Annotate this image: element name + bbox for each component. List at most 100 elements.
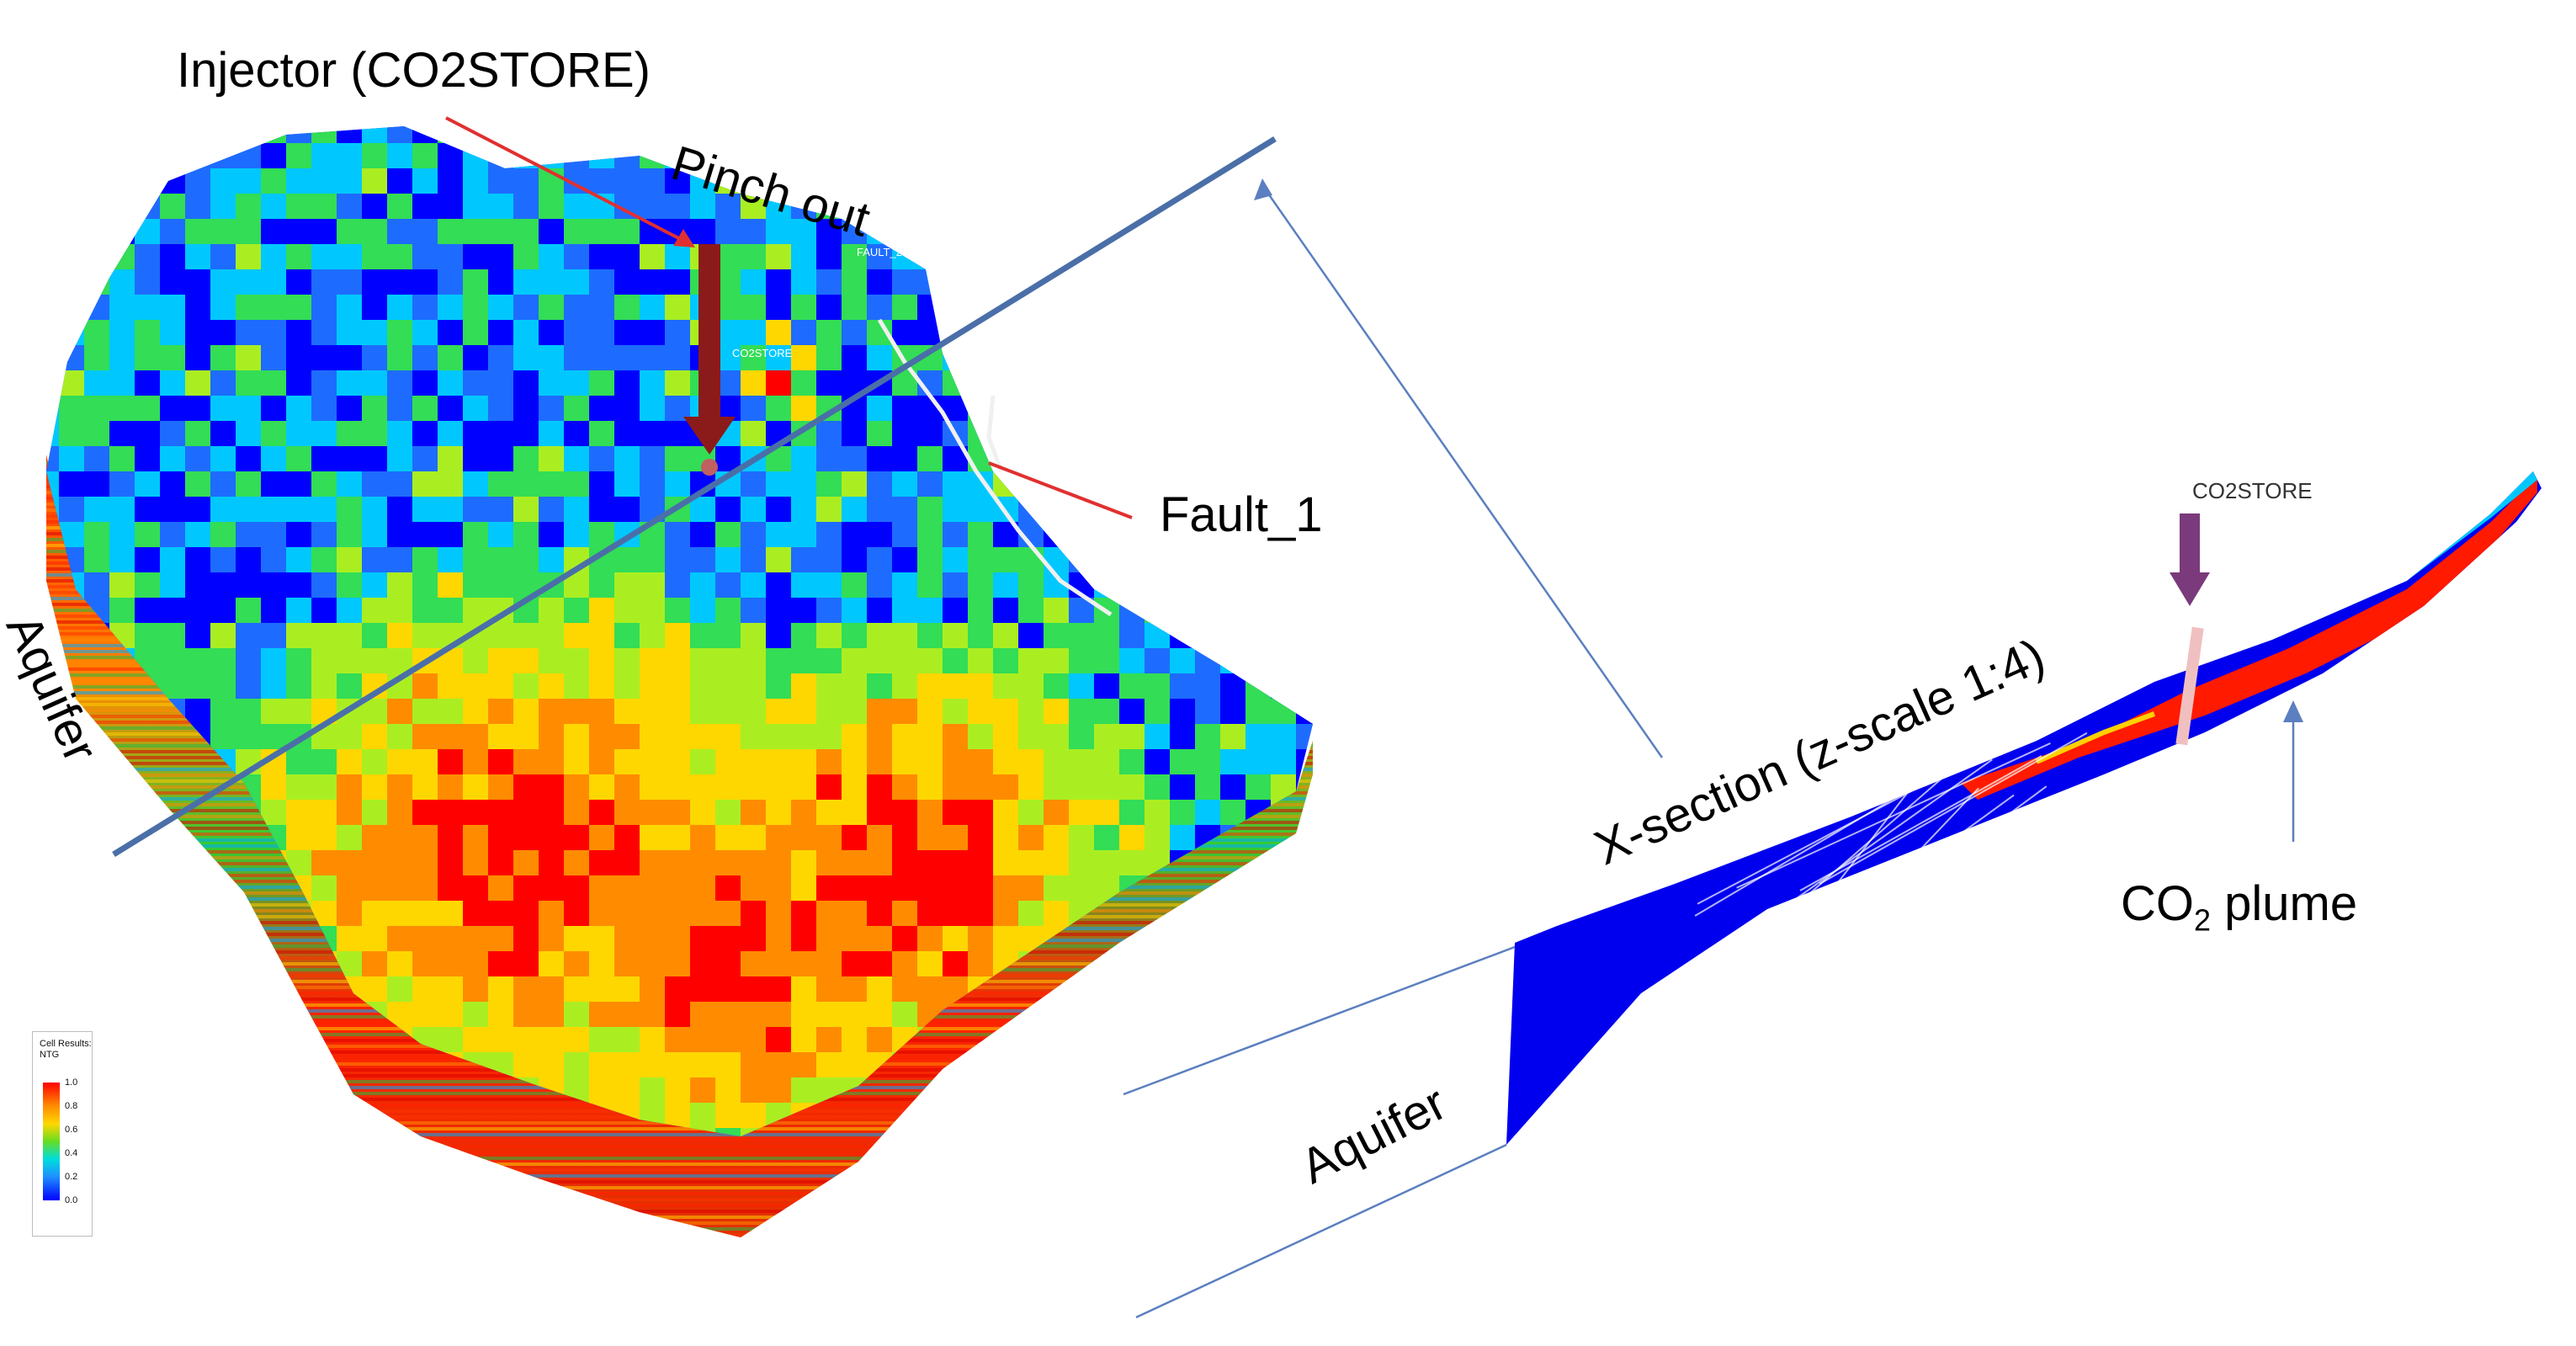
ntg-cell [1195, 370, 1221, 396]
ntg-cell [539, 244, 565, 270]
ntg-cell [867, 143, 893, 169]
ntg-cell [261, 168, 287, 194]
ntg-cell [1018, 901, 1044, 927]
ntg-cell [791, 749, 817, 775]
ntg-cell [564, 219, 590, 245]
ntg-cell [715, 976, 741, 1003]
ntg-cell [1119, 126, 1145, 144]
ntg-cell [46, 421, 60, 447]
ntg-cell [1094, 724, 1120, 750]
ntg-cell [362, 598, 388, 624]
ntg-cell [589, 1002, 615, 1028]
ntg-cell [791, 673, 817, 700]
co2-plume-suffix: plume [2211, 876, 2358, 931]
ntg-cell [1170, 143, 1196, 169]
ntg-cell [1094, 572, 1120, 599]
ntg-cell [1195, 572, 1221, 599]
ntg-cell [917, 421, 943, 447]
ntg-cell [1044, 497, 1070, 523]
ntg-cell [1296, 320, 1313, 346]
ntg-cell [943, 875, 969, 902]
ntg-cell [766, 497, 792, 523]
ntg-cell [917, 143, 943, 169]
ntg-cell [1220, 244, 1246, 270]
ntg-cell [842, 598, 868, 624]
ntg-cell [84, 396, 110, 422]
ntg-cell [412, 471, 438, 497]
ntg-cell [715, 194, 741, 220]
ntg-cell [1220, 1077, 1246, 1104]
ntg-cell [109, 598, 135, 624]
ntg-cell [867, 926, 893, 952]
ntg-cell [311, 623, 337, 649]
ntg-cell [589, 901, 615, 927]
ntg-cell [1271, 345, 1297, 371]
injector-label: Injector (CO2STORE) [177, 43, 651, 98]
ntg-cell [539, 875, 565, 902]
ntg-cell [210, 471, 236, 497]
ntg-cell [210, 976, 236, 1003]
ntg-cell [513, 126, 539, 144]
ntg-cell [564, 194, 590, 220]
ntg-cell [135, 194, 161, 220]
ntg-cell [968, 673, 994, 700]
ntg-cell [892, 1002, 918, 1028]
ntg-cell [993, 749, 1019, 775]
ntg-cell [160, 168, 186, 194]
ntg-cell [968, 875, 994, 902]
ntg-cell [1145, 951, 1171, 977]
ntg-cell [362, 724, 388, 750]
ntg-cell [311, 749, 337, 775]
ntg-cell [1170, 219, 1196, 245]
ntg-cell [741, 370, 767, 396]
ntg-cell [311, 547, 337, 573]
ntg-cell [665, 648, 691, 674]
ntg-cell [614, 648, 640, 674]
ntg-cell [1195, 901, 1221, 927]
ntg-cell [1145, 320, 1171, 346]
ntg-cell [640, 471, 666, 497]
ntg-cell [463, 724, 489, 750]
ntg-cell [337, 598, 363, 624]
ntg-cell [1220, 774, 1246, 801]
ntg-cell [665, 421, 691, 447]
ntg-cell [1145, 1103, 1171, 1129]
ntg-cell [463, 598, 489, 624]
ntg-cell [210, 1002, 236, 1028]
ntg-cell [1094, 648, 1120, 674]
ntg-cell [84, 522, 110, 548]
ntg-cell [892, 572, 918, 599]
ntg-cell [185, 673, 211, 700]
ntg-cell [917, 572, 943, 599]
ntg-cell [46, 800, 60, 826]
ntg-cell [210, 1103, 236, 1129]
ntg-cell [917, 623, 943, 649]
ntg-cell [1145, 396, 1171, 422]
ntg-cell [261, 673, 287, 700]
ntg-cell [236, 219, 262, 245]
ntg-cell [589, 724, 615, 750]
ntg-cell [160, 370, 186, 396]
ntg-cell [236, 497, 262, 523]
ntg-cell [286, 648, 312, 674]
ntg-cell [438, 295, 464, 321]
ntg-cell [337, 396, 363, 422]
ntg-cell [1195, 1027, 1221, 1053]
layer-stripe [46, 1192, 1313, 1195]
ntg-cell [943, 699, 969, 725]
ntg-cell [816, 774, 842, 801]
ntg-cell [261, 471, 287, 497]
ntg-cell [261, 370, 287, 396]
ntg-cell [665, 1002, 691, 1028]
ntg-cell [337, 168, 363, 194]
ntg-cell [1246, 1002, 1272, 1028]
ntg-cell [791, 1027, 817, 1053]
ntg-cell [1271, 421, 1297, 447]
ntg-cell [210, 901, 236, 927]
ntg-cell [84, 143, 110, 169]
ntg-cell [741, 1027, 767, 1053]
ntg-cell [1271, 547, 1297, 573]
ntg-cell [842, 951, 868, 977]
ntg-cell [109, 1027, 135, 1053]
ntg-cell [160, 598, 186, 624]
